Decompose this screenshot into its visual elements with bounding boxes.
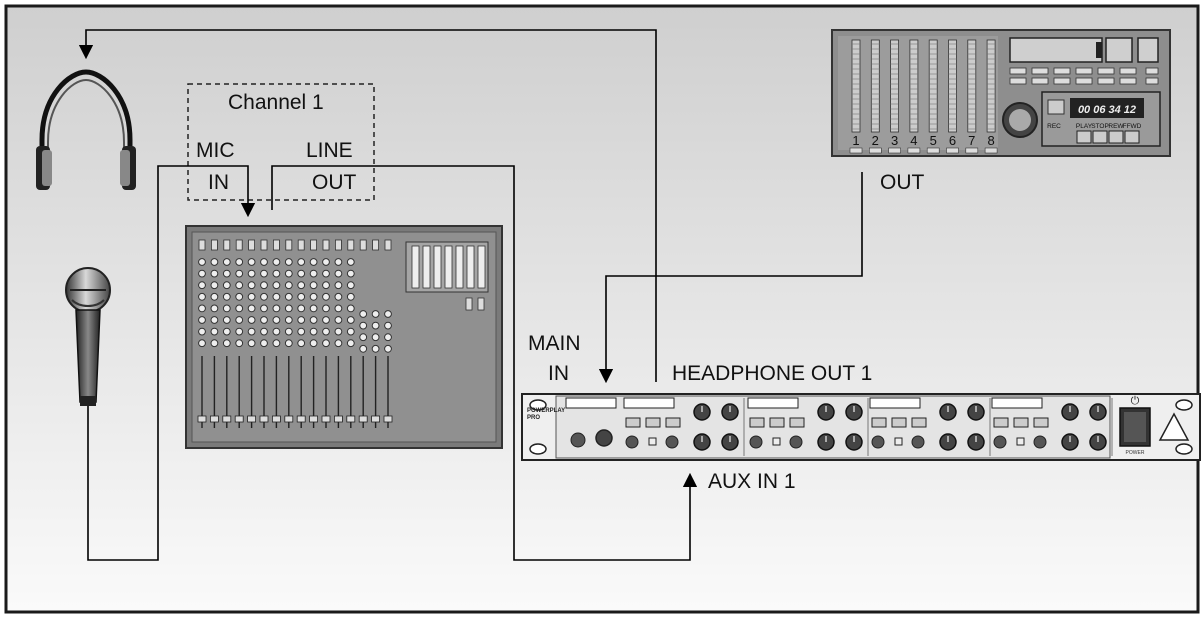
transport-label: REW bbox=[1108, 123, 1124, 130]
amp-brand: POWERPLAY bbox=[527, 408, 565, 414]
transport-label: STOP bbox=[1091, 123, 1109, 130]
track-number: 8 bbox=[987, 133, 994, 148]
track-number: 3 bbox=[891, 133, 898, 148]
aux-in-label: AUX IN 1 bbox=[708, 470, 796, 493]
transport-label: REC bbox=[1047, 123, 1061, 130]
main-label: MAIN bbox=[528, 332, 581, 355]
recorder-counter: 00 06 34 12 bbox=[1078, 104, 1136, 116]
mic-label: MIC bbox=[196, 139, 235, 162]
headphones-icon bbox=[36, 69, 136, 190]
track-number: 4 bbox=[910, 133, 917, 148]
cable-mic-in bbox=[87, 165, 256, 561]
power-label: POWER bbox=[1126, 450, 1145, 456]
track-number: 1 bbox=[852, 133, 859, 148]
recorder-out-label: OUT bbox=[880, 171, 925, 194]
cable-main-in bbox=[598, 172, 863, 384]
mic-in-label: IN bbox=[208, 171, 229, 194]
headphone-amplifier: POWERPLAY PRO ⏻ POWER bbox=[521, 393, 1201, 461]
track-number: 7 bbox=[968, 133, 975, 148]
track-number: 6 bbox=[949, 133, 956, 148]
cables bbox=[78, 29, 863, 561]
microphone-icon bbox=[65, 267, 111, 406]
channel-label: Channel 1 bbox=[228, 91, 324, 114]
channel-box bbox=[187, 83, 375, 201]
main-in-label: IN bbox=[548, 362, 569, 385]
track-number: 5 bbox=[930, 133, 937, 148]
cable-aux-in bbox=[271, 165, 698, 561]
line-label: LINE bbox=[306, 139, 353, 162]
cable-headphone-out bbox=[78, 29, 657, 382]
track-number: 2 bbox=[872, 133, 879, 148]
amp-brand-pro: PRO bbox=[527, 415, 540, 421]
headphone-out-label: HEADPHONE OUT 1 bbox=[672, 362, 873, 385]
mixer-console bbox=[185, 225, 503, 449]
line-out-label: OUT bbox=[312, 171, 357, 194]
transport-label: FFWD bbox=[1123, 123, 1142, 130]
svg-text:⏻: ⏻ bbox=[1131, 395, 1140, 407]
transport-label: PLAY bbox=[1076, 123, 1093, 130]
